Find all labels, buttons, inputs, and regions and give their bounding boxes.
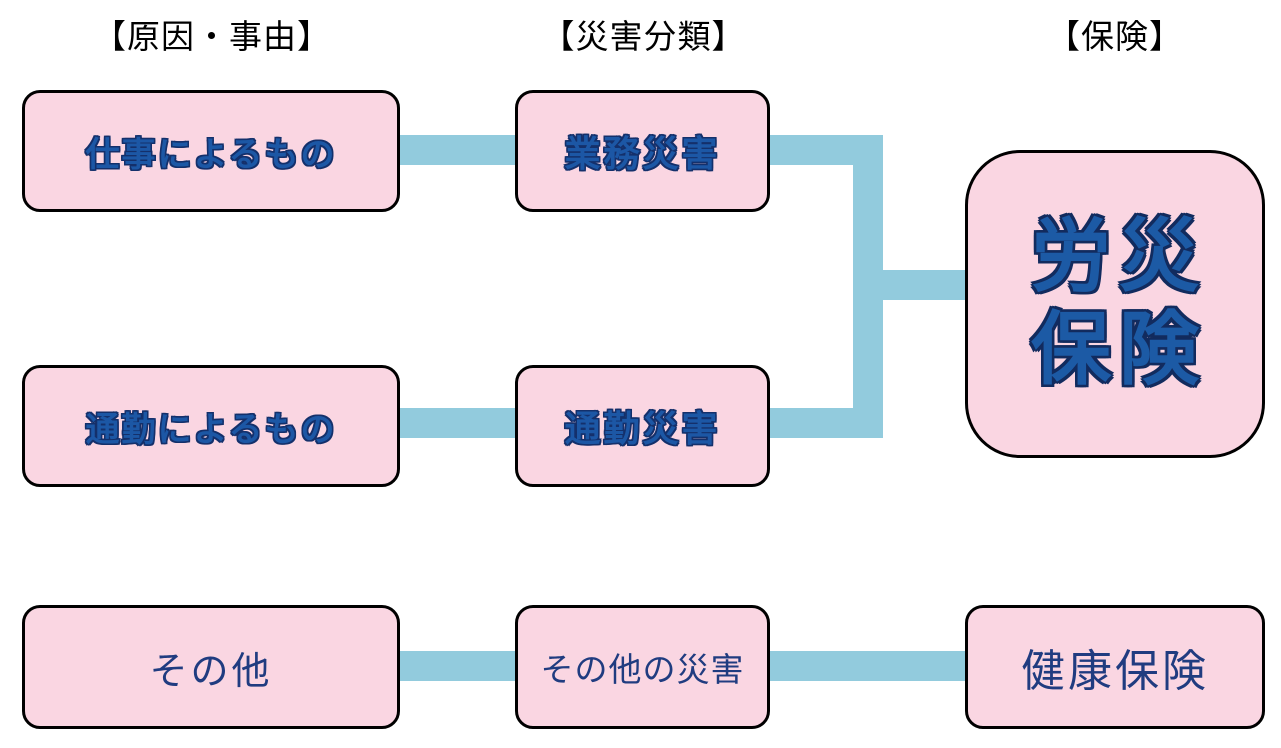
- rosai-insurance-label-line2: 保険: [1031, 305, 1207, 394]
- node-rosai-insurance: 労災 保険: [965, 150, 1265, 458]
- node-health-insurance: 健康保険: [965, 605, 1265, 729]
- node-commute-cause: 通勤によるもの: [22, 365, 400, 487]
- column-header-insurance: 【保険】: [1047, 18, 1183, 55]
- node-work-accident: 業務災害: [515, 90, 770, 212]
- column-header-classification: 【災害分類】: [541, 18, 746, 55]
- node-work-cause: 仕事によるもの: [22, 90, 400, 212]
- node-other-cause: その他: [22, 605, 400, 729]
- node-other-accident: その他の災害: [515, 605, 770, 729]
- edge-other-cause-to-other-accident: [400, 651, 517, 681]
- edge-other-accident-to-health-insurance: [770, 651, 967, 681]
- edge-work-cause-to-work-accident: [400, 135, 517, 165]
- node-commute-accident: 通勤災害: [515, 365, 770, 487]
- rosai-insurance-label-line1: 労災: [1031, 212, 1207, 302]
- column-header-cause: 【原因・事由】: [93, 18, 331, 55]
- edge-merge-to-rosai-insurance: [883, 270, 967, 300]
- edge-merge-vertical: [853, 135, 883, 438]
- edge-commute-cause-to-commute-accident: [400, 408, 517, 438]
